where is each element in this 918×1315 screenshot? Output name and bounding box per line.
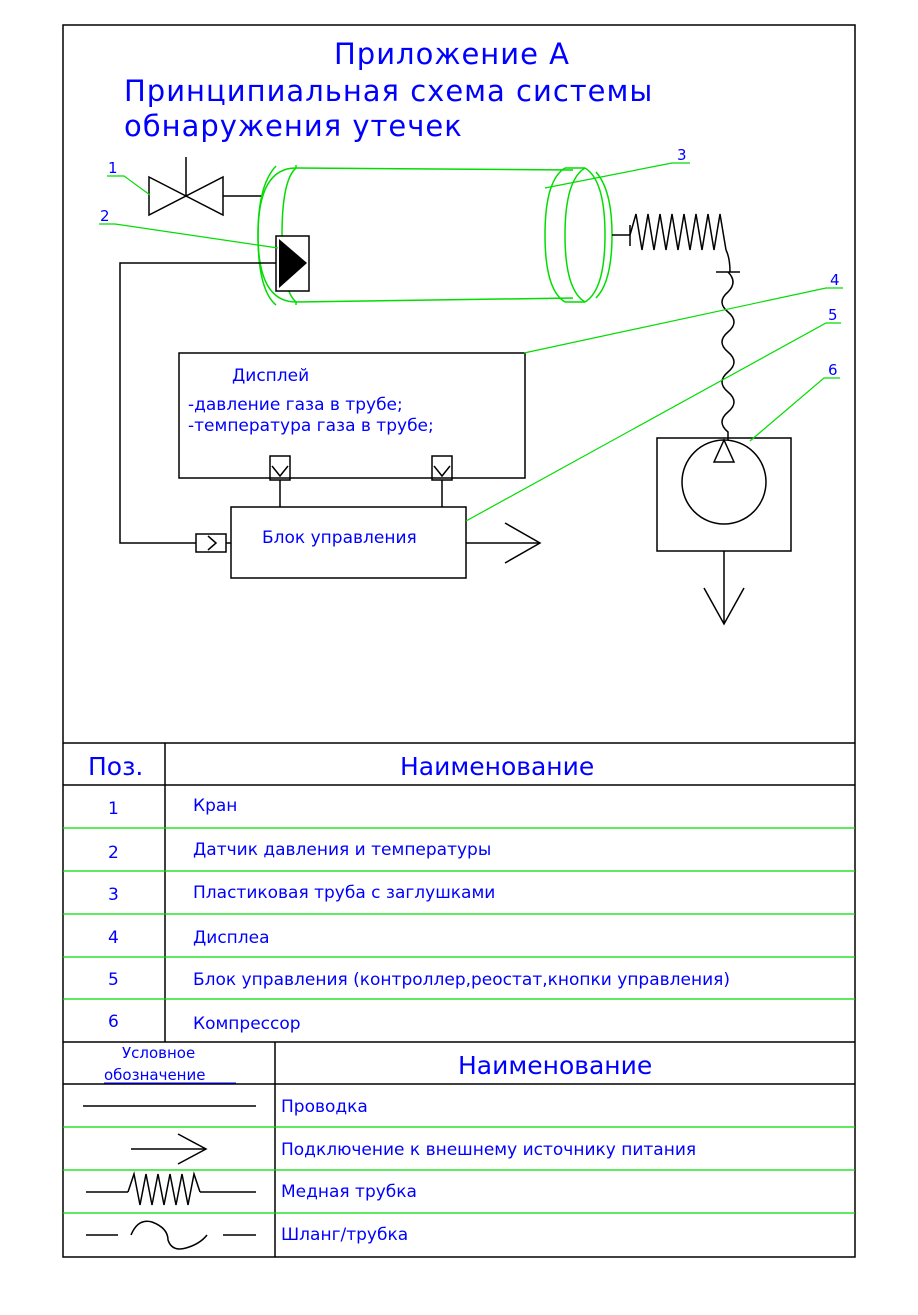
copper-coil <box>612 213 740 273</box>
pressure-sensor <box>275 235 310 292</box>
display-line-1: -давление газа в трубе; <box>188 395 403 415</box>
legend-row-4-name: Шланг/трубка <box>281 1225 408 1245</box>
display-title: Дисплей <box>232 366 309 386</box>
legend-table: Условное обозначение Наименование Провод… <box>63 1041 855 1257</box>
table-row-3-name: Пластиковая труба с заглушками <box>193 883 495 903</box>
table-row-6-pos: 6 <box>108 1012 119 1032</box>
callout-4: 4 <box>830 271 840 289</box>
positions-header-name: Наименование <box>400 752 594 781</box>
legend-header-symbol-2: обозначение <box>104 1066 205 1084</box>
sheet-frame <box>62 24 856 1258</box>
legend-row-1-name: Проводка <box>281 1097 368 1117</box>
table-row-5-name: Блок управления (контроллер,реостат,кноп… <box>193 970 730 990</box>
legend-header-name: Наименование <box>458 1051 652 1080</box>
legend-row-2-name: Подключение к внешнему источнику питания <box>281 1140 696 1160</box>
title-line-1: Приложение А <box>334 37 570 71</box>
table-row-5-pos: 5 <box>108 970 119 990</box>
table-row-4-pos: 4 <box>108 928 119 948</box>
valve-symbol <box>148 157 262 217</box>
table-row-2-name: Датчик давления и температуры <box>193 840 491 860</box>
callout-5: 5 <box>828 306 838 324</box>
legend-arrow-symbol <box>131 1133 208 1165</box>
positions-header-pos: Поз. <box>88 752 143 781</box>
table-row-6-name: Компрессор <box>193 1014 301 1034</box>
table-row-3-pos: 3 <box>108 885 119 905</box>
callout-2: 2 <box>100 207 110 225</box>
display-box: Дисплей -давление газа в трубе; -темпера… <box>178 352 526 479</box>
display-connectors <box>269 455 453 507</box>
callouts: 1 2 3 4 5 6 <box>100 146 840 379</box>
table-row-2-pos: 2 <box>108 843 119 863</box>
legend-coil-symbol <box>86 1171 256 1206</box>
table-row-4-name: Дисплеа <box>193 928 270 948</box>
display-line-2: -температура газа в трубе; <box>188 416 434 436</box>
callout-3: 3 <box>677 146 687 164</box>
plastic-pipe <box>257 165 613 306</box>
positions-table: Поз. Наименование 1 Кран 2 Датчик давлен… <box>63 742 855 1042</box>
title-line-2: Принципиальная схема системы <box>124 74 653 108</box>
wiring <box>119 262 542 564</box>
legend-row-3-name: Медная трубка <box>281 1182 417 1202</box>
legend-header-symbol-1: Условное <box>122 1044 195 1062</box>
leader-lines <box>99 162 843 522</box>
control-unit-label: Блок управления <box>262 528 417 548</box>
compressor <box>656 437 792 626</box>
control-unit: Блок управления <box>230 506 467 579</box>
table-row-1-name: Кран <box>193 796 237 816</box>
table-row-1-pos: 1 <box>108 799 119 819</box>
callout-6: 6 <box>828 361 838 379</box>
legend-hose-symbol <box>86 1220 256 1250</box>
title-line-3: обнаружения утечек <box>124 109 463 143</box>
callout-1: 1 <box>108 159 118 177</box>
hose <box>721 271 735 440</box>
